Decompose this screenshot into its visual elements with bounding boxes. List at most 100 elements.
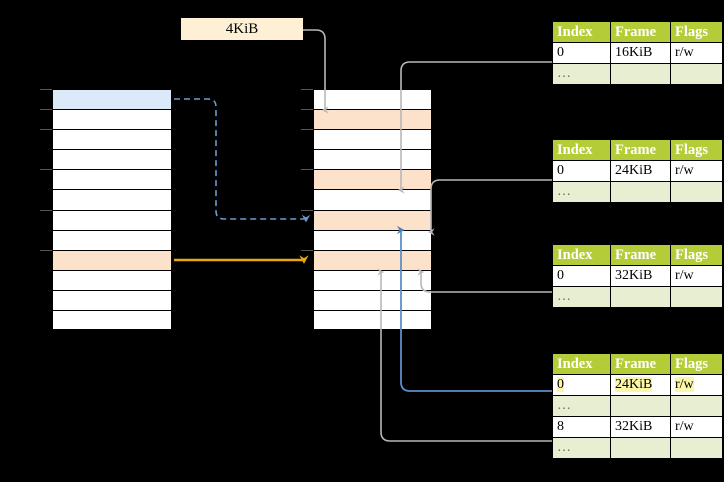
cell-idx: … bbox=[552, 395, 611, 417]
physical-memory-row bbox=[313, 310, 432, 331]
cell-frm: 16KiB bbox=[610, 42, 671, 64]
highlighted-value: r/w bbox=[675, 377, 694, 392]
column-header-frame: Frame bbox=[610, 21, 671, 43]
stack-tick bbox=[40, 89, 52, 90]
cell-flg: r/w bbox=[670, 265, 723, 287]
column-header-flags: Flags bbox=[670, 21, 723, 43]
virtual-address-space-row bbox=[52, 209, 172, 230]
wire-table3-to-frame bbox=[417, 268, 552, 293]
physical-memory-row bbox=[313, 109, 432, 130]
physical-memory-row bbox=[313, 209, 432, 230]
virtual-address-space-row bbox=[52, 149, 172, 170]
column-header-index: Index bbox=[552, 244, 611, 266]
highlighted-value: 0 bbox=[557, 377, 564, 392]
cell-idx: 0 bbox=[552, 374, 611, 396]
cell-frm bbox=[610, 437, 671, 459]
virtual-address-space-row bbox=[52, 269, 172, 290]
physical-memory-row bbox=[313, 169, 432, 190]
cell-frm bbox=[610, 181, 671, 203]
virtual-address-space-row bbox=[52, 249, 172, 270]
stack-tick bbox=[301, 169, 313, 171]
physical-memory-stack bbox=[313, 89, 432, 331]
table-row: … bbox=[552, 286, 723, 308]
column-header-index: Index bbox=[552, 353, 611, 375]
physical-memory-row bbox=[313, 189, 432, 210]
table-row: … bbox=[552, 395, 723, 417]
column-header-index: Index bbox=[552, 21, 611, 43]
table-row: 0 24KiB r/w bbox=[552, 374, 723, 396]
cell-flg bbox=[670, 63, 723, 85]
column-header-flags: Flags bbox=[670, 139, 723, 161]
column-header-frame: Frame bbox=[610, 353, 671, 375]
stack-tick bbox=[301, 129, 313, 131]
column-header-flags: Flags bbox=[670, 244, 723, 266]
cell-idx: … bbox=[552, 181, 611, 203]
stack-tick bbox=[40, 209, 52, 211]
stack-tick bbox=[40, 249, 52, 251]
stack-tick bbox=[301, 109, 313, 111]
physical-memory-row bbox=[313, 249, 432, 270]
cell-idx: … bbox=[552, 286, 611, 308]
physical-memory-row bbox=[313, 269, 432, 290]
stack-tick bbox=[40, 129, 52, 131]
wire-virtual-blue-to-frame bbox=[174, 98, 311, 223]
virtual-address-space-row bbox=[52, 189, 172, 210]
column-header-frame: Frame bbox=[610, 244, 671, 266]
cell-flg bbox=[670, 395, 723, 417]
cell-frm: 32KiB bbox=[610, 416, 671, 438]
cell-frm bbox=[610, 63, 671, 85]
column-header-frame: Frame bbox=[610, 139, 671, 161]
virtual-address-space-row bbox=[52, 109, 172, 130]
virtual-address-space-row bbox=[52, 310, 172, 331]
cell-frm: 32KiB bbox=[610, 265, 671, 287]
cell-frm: 24KiB bbox=[610, 374, 671, 396]
physical-memory-row bbox=[313, 129, 432, 150]
cell-flg bbox=[670, 181, 723, 203]
column-header-flags: Flags bbox=[670, 353, 723, 375]
wire-table2-to-frame bbox=[427, 179, 552, 236]
table-row: … bbox=[552, 181, 723, 203]
cell-flg: r/w bbox=[670, 416, 723, 438]
stack-tick bbox=[301, 249, 313, 251]
virtual-address-space-row bbox=[52, 129, 172, 150]
cell-flg bbox=[670, 437, 723, 459]
cell-frm bbox=[610, 286, 671, 308]
physical-memory-row bbox=[313, 89, 432, 110]
stack-tick bbox=[40, 169, 52, 171]
table-row: … bbox=[552, 63, 723, 85]
stack-tick bbox=[40, 109, 52, 111]
cell-idx: … bbox=[552, 63, 611, 85]
physical-memory-row bbox=[313, 289, 432, 311]
cell-flg: r/w bbox=[670, 160, 723, 182]
page-size-tag: 4KiB bbox=[181, 18, 303, 40]
cell-flg: r/w bbox=[670, 42, 723, 64]
stack-tick bbox=[301, 89, 313, 90]
virtual-address-space-row bbox=[52, 229, 172, 250]
physical-memory-row bbox=[313, 149, 432, 170]
highlighted-value: 24KiB bbox=[615, 377, 653, 392]
cell-idx: 8 bbox=[552, 416, 611, 438]
cell-idx: … bbox=[552, 437, 611, 459]
cell-frm: 24KiB bbox=[610, 160, 671, 182]
physical-memory-row bbox=[313, 229, 432, 250]
cell-flg: r/w bbox=[670, 374, 723, 396]
table-row: … bbox=[552, 437, 723, 459]
stack-tick bbox=[301, 209, 313, 211]
cell-idx: 0 bbox=[552, 265, 611, 287]
cell-frm bbox=[610, 395, 671, 417]
virtual-address-space-row bbox=[52, 289, 172, 311]
column-header-index: Index bbox=[552, 139, 611, 161]
virtual-address-space-row bbox=[52, 89, 172, 110]
cell-flg bbox=[670, 286, 723, 308]
